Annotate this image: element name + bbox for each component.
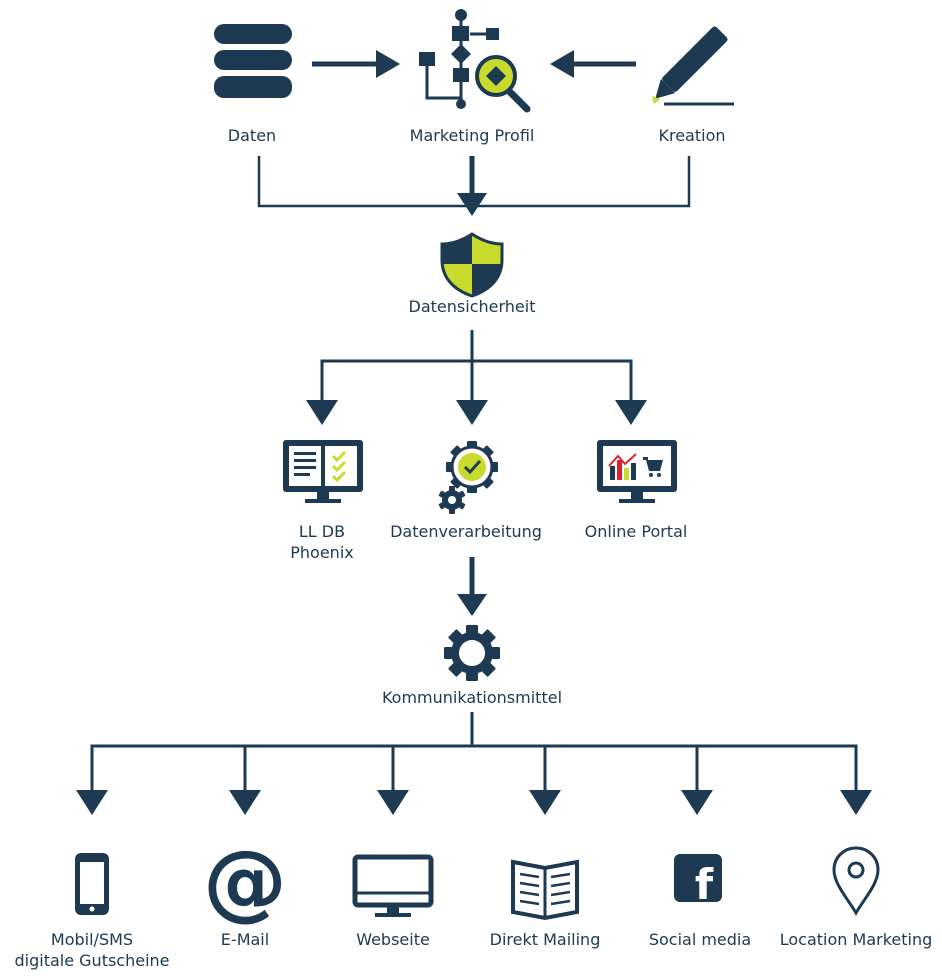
arrowhead-down	[840, 790, 872, 815]
arrowhead-down	[377, 790, 409, 815]
arrowhead-down	[681, 790, 713, 815]
node-label-marketing-profil: Marketing Profil	[409, 126, 535, 145]
node-label-ll-db: LL DB Phoenix	[290, 521, 353, 563]
arrowhead-down	[456, 400, 488, 425]
connector-mid-branch	[320, 359, 633, 402]
arrowheads	[76, 50, 872, 815]
connector-kreation-down	[472, 156, 691, 208]
channel-label-webseite: Webseite	[356, 930, 430, 949]
node-label-daten: Daten	[227, 126, 277, 145]
arrowhead-down	[529, 790, 561, 815]
channel-label-social-media: Social media	[648, 930, 752, 949]
desktop-icon	[352, 854, 434, 917]
channel-label-mobil-line1: Mobil/SMS	[50, 930, 134, 949]
channel-label-location-marketing: Location Marketing	[779, 930, 933, 949]
arrowhead-down	[76, 790, 108, 815]
newspaper-icon	[511, 859, 579, 921]
facebook-icon: f	[674, 854, 722, 909]
smartphone-icon	[75, 853, 109, 915]
svg-text:f: f	[695, 860, 714, 909]
node-label-ll-db-line2: Phoenix	[290, 543, 354, 562]
monitor-checklist-icon	[283, 440, 363, 503]
channel-label-mobil-line2: digitale Gutscheine	[14, 951, 170, 970]
node-label-datenverarbeitung: Datenverarbeitung	[390, 522, 542, 541]
node-label-kreation: Kreation	[658, 126, 726, 145]
arrowhead-down	[229, 790, 261, 815]
monitor-chart-cart-icon	[597, 440, 677, 503]
connector-daten-down	[257, 156, 472, 208]
database-icon	[214, 24, 292, 98]
at-sign-icon: @	[203, 832, 287, 930]
gear-icon	[444, 625, 500, 681]
arrowhead-down	[457, 193, 487, 216]
arrowhead-down	[457, 594, 487, 616]
flowchart-search-icon	[419, 9, 531, 113]
channel-label-direkt-mailing: Direkt Mailing	[489, 930, 601, 949]
channel-label-email: E-Mail	[220, 930, 270, 949]
map-pin-icon	[832, 846, 880, 917]
arrowhead-down	[306, 400, 338, 425]
arrowhead-down	[615, 400, 647, 425]
arrowhead-right	[376, 50, 400, 78]
connector-bottom-branch	[90, 744, 858, 792]
pen-icon	[652, 26, 734, 106]
node-label-ll-db-line1: LL DB	[298, 522, 346, 541]
arrowhead-left	[550, 50, 574, 78]
shield-icon	[440, 232, 504, 298]
node-label-kommunikationsmittel: Kommunikationsmittel	[381, 688, 563, 707]
channel-label-mobil: Mobil/SMS digitale Gutscheine	[14, 929, 169, 971]
node-label-datensicherheit: Datensicherheit	[408, 297, 536, 316]
gears-check-icon	[438, 441, 498, 514]
connectors	[90, 61, 858, 792]
node-label-online-portal: Online Portal	[584, 522, 688, 541]
